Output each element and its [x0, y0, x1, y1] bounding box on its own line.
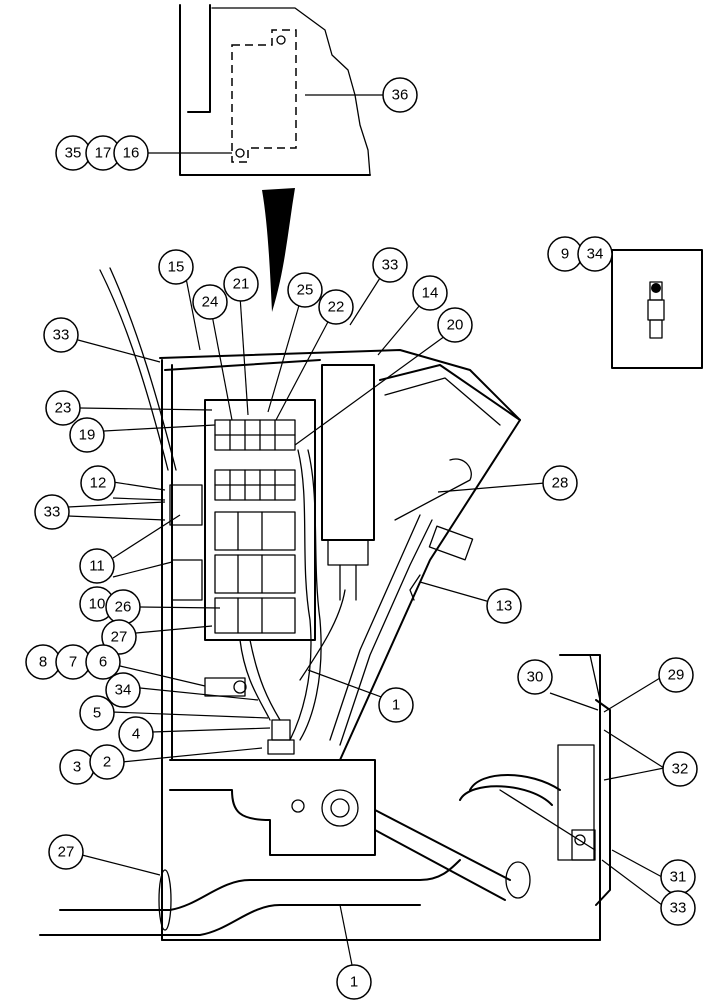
callout-32: 32: [662, 751, 698, 787]
callout-label: 30: [527, 669, 544, 686]
main-assembly: [39, 267, 611, 941]
callout-label: 11: [89, 558, 105, 575]
callout-15: 15: [158, 249, 194, 285]
detail-pointer: [262, 188, 295, 312]
callout-label: 1: [392, 697, 400, 714]
callout-label: 33: [53, 327, 70, 344]
callout-label: 8: [39, 654, 47, 671]
callout-21: 21: [223, 266, 259, 302]
callout-label: 32: [672, 761, 689, 778]
callout-label: 9: [561, 246, 569, 263]
callout-17: 17: [85, 135, 121, 171]
callout-34: 34: [105, 672, 141, 708]
callout-33: 33: [372, 247, 408, 283]
callout-31: 31: [660, 859, 696, 895]
callout-label: 33: [44, 504, 61, 521]
callout-label: 19: [79, 427, 96, 444]
callout-12: 12: [80, 465, 116, 501]
callout-label: 10: [89, 596, 106, 613]
callout-29: 29: [658, 657, 694, 693]
callout-22: 22: [318, 289, 354, 325]
callout-label: 16: [123, 145, 140, 162]
callout-label: 13: [496, 598, 513, 615]
callout-label: 29: [668, 667, 685, 684]
callout-36: 36: [382, 77, 418, 113]
callouts: 36 35 17 16 9 34 15 21 24 25 22 33 14 20…: [25, 77, 698, 1000]
callout-25: 25: [287, 272, 323, 308]
callout-13: 13: [486, 588, 522, 624]
callout-label: 20: [447, 317, 464, 334]
callout-10: 10: [79, 586, 115, 622]
callout-label: 4: [132, 726, 140, 743]
callout-26: 26: [105, 589, 141, 625]
callout-1: 1: [378, 687, 414, 723]
callout-23: 23: [45, 390, 81, 426]
callout-label: 34: [587, 246, 604, 263]
callout-label: 25: [297, 282, 314, 299]
callout-2: 2: [89, 744, 125, 780]
callout-label: 6: [99, 654, 107, 671]
callout-33: 33: [660, 890, 696, 926]
callout-19: 19: [69, 417, 105, 453]
callout-34: 34: [577, 236, 613, 272]
callout-label: 15: [168, 259, 185, 276]
callout-label: 5: [93, 705, 101, 722]
callout-11: 11: [79, 548, 115, 584]
callout-1: 1: [336, 964, 372, 1000]
callout-8: 8: [25, 644, 61, 680]
callout-24: 24: [192, 284, 228, 320]
callout-20: 20: [437, 307, 473, 343]
callout-label: 17: [95, 145, 112, 162]
callout-label: 33: [670, 900, 687, 917]
callout-7: 7: [55, 644, 91, 680]
callout-label: 12: [90, 475, 107, 492]
callout-14: 14: [412, 275, 448, 311]
callout-label: 27: [111, 629, 128, 646]
callout-label: 2: [103, 754, 111, 771]
relay-inset: [611, 249, 703, 369]
callout-label: 31: [670, 869, 687, 886]
callout-33: 33: [43, 317, 79, 353]
callout-label: 36: [392, 87, 409, 104]
leader-lines: [67, 94, 665, 966]
callout-28: 28: [542, 465, 578, 501]
callout-4: 4: [118, 716, 154, 752]
callout-30: 30: [517, 659, 553, 695]
callout-label: 24: [202, 294, 219, 311]
callout-label: 35: [65, 145, 82, 162]
callout-label: 3: [73, 759, 81, 776]
callout-27: 27: [101, 619, 137, 655]
callout-label: 14: [422, 285, 439, 302]
callout-16: 16: [113, 135, 149, 171]
callout-label: 27: [58, 844, 75, 861]
callout-label: 26: [115, 599, 132, 616]
callout-5: 5: [79, 695, 115, 731]
callout-6: 6: [85, 644, 121, 680]
callout-3: 3: [59, 749, 95, 785]
callout-label: 28: [552, 475, 569, 492]
callout-label: 23: [55, 400, 72, 417]
callout-9: 9: [547, 236, 583, 272]
callout-33: 33: [34, 494, 70, 530]
detail-inset: [179, 4, 371, 176]
callout-label: 1: [350, 974, 358, 991]
callout-label: 7: [69, 654, 77, 671]
callout-label: 21: [233, 276, 250, 293]
callout-label: 33: [382, 257, 399, 274]
callout-27: 27: [48, 834, 84, 870]
callout-label: 22: [328, 299, 345, 316]
callout-35: 35: [55, 135, 91, 171]
callout-label: 34: [115, 682, 132, 699]
